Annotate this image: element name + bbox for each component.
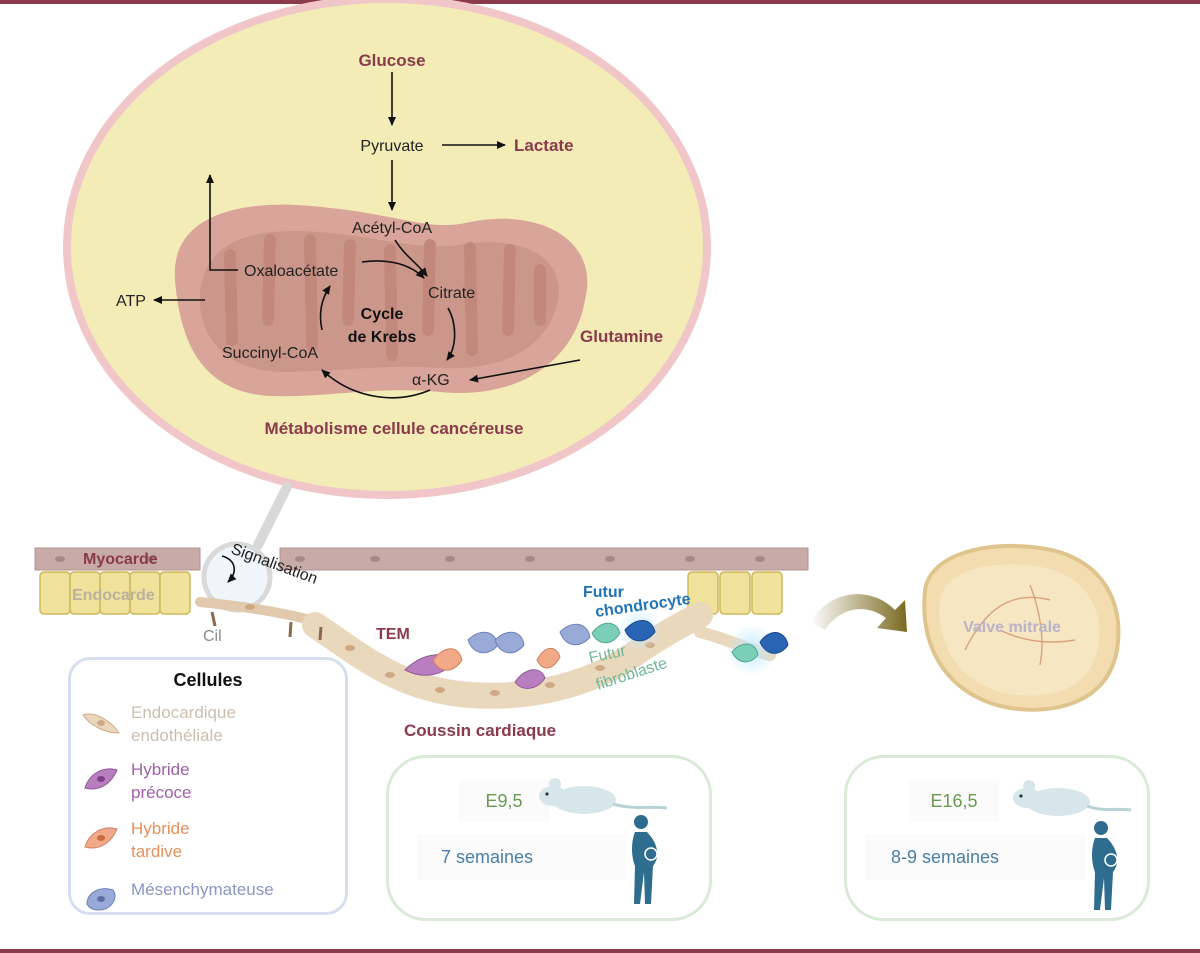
bottom-border xyxy=(0,949,1200,953)
legend-item-hybride-precoce: Hybride précoce xyxy=(84,758,192,804)
label-lactate: Lactate xyxy=(514,136,574,155)
label-valve-mitrale: Valve mitrale xyxy=(963,619,1061,636)
early-hybrid-cell-icon xyxy=(84,768,118,790)
legend-label-2a: Hybride xyxy=(131,760,190,779)
mesenchymal-cell-icon xyxy=(86,888,116,911)
progression-arrow xyxy=(810,594,907,632)
endocardium xyxy=(39,571,783,615)
signal-arrow xyxy=(221,555,237,583)
mitral-valve: Valve mitrale xyxy=(922,543,1121,712)
label-futur-chondrocyte-1: Futur xyxy=(583,584,624,601)
metabolism-arrows xyxy=(153,72,581,399)
pregnant-human-icon-2 xyxy=(1092,821,1118,910)
mouse-stage-text: E9,5 xyxy=(485,791,523,811)
metabolism-labels: Glucose Pyruvate Lactate Acétyl-CoA Oxal… xyxy=(116,51,663,438)
mouse-icon-2 xyxy=(1013,780,1132,816)
legend-title: Cellules xyxy=(173,670,243,690)
human-stage-label-2: 8-9 semaines xyxy=(865,834,1085,880)
legend-item-endocardique: Endocardique endothéliale xyxy=(82,701,236,747)
pregnant-human-icon xyxy=(632,815,658,904)
label-atp: ATP xyxy=(116,293,146,310)
label-oxaloacetate: Oxaloacétate xyxy=(244,263,338,280)
label-pyruvate: Pyruvate xyxy=(360,138,423,155)
label-tem: TEM xyxy=(376,626,410,643)
label-alpha-kg: α-KG xyxy=(412,372,450,389)
label-endocarde: Endocarde xyxy=(72,587,155,604)
late-hybrid-cell-icon xyxy=(84,827,118,849)
mouse-icon xyxy=(539,778,668,814)
cushion-cells xyxy=(195,597,789,709)
legend-label-3a: Hybride xyxy=(131,819,190,838)
legend-label-4a: Mésenchymateuse xyxy=(131,880,274,899)
label-myocarde: Myocarde xyxy=(83,551,158,568)
human-stage-text-2: 8-9 semaines xyxy=(891,847,1000,867)
legend-label-1a: Endocardique xyxy=(131,703,236,722)
label-cycle: Cycle xyxy=(361,306,404,323)
stage-box-e9-5: E9,5 7 semaines xyxy=(386,755,712,921)
label-cil: Cil xyxy=(203,628,222,645)
label-de-krebs: de Krebs xyxy=(348,329,417,346)
mouse-stage-label-2: E16,5 xyxy=(909,780,999,822)
label-glucose: Glucose xyxy=(358,51,425,70)
legend-item-hybride-tardive: Hybride tardive xyxy=(84,817,190,863)
legend-label-3b: tardive xyxy=(131,842,183,861)
label-citrate: Citrate xyxy=(428,285,475,302)
mitochondrion xyxy=(174,204,588,397)
human-stage-text: 7 semaines xyxy=(441,847,534,867)
legend-label-1b: endothéliale xyxy=(131,726,223,745)
metabolism-title: Métabolisme cellule cancéreuse xyxy=(265,419,524,438)
label-coussin-cardiaque: Coussin cardiaque xyxy=(404,721,556,740)
label-succinyl-coa: Succinyl-CoA xyxy=(222,345,318,362)
label-acetyl-coa: Acétyl-CoA xyxy=(352,220,432,237)
mouse-stage-text-2: E16,5 xyxy=(930,791,978,811)
legend-label-2b: précoce xyxy=(131,783,192,802)
stage-box-e16-5: E16,5 8-9 semaines xyxy=(844,755,1150,921)
endothelial-cell-icon xyxy=(82,713,120,734)
myocardium xyxy=(34,547,809,571)
cell-legend: Cellules Endocardique endothéliale Hybri… xyxy=(68,657,348,915)
label-glutamine: Glutamine xyxy=(580,327,663,346)
mouse-stage-label: E9,5 xyxy=(459,780,549,822)
human-stage-label: 7 semaines xyxy=(417,834,627,880)
top-border xyxy=(0,0,1200,4)
legend-item-mesenchymateuse: Mésenchymateuse xyxy=(86,878,274,911)
